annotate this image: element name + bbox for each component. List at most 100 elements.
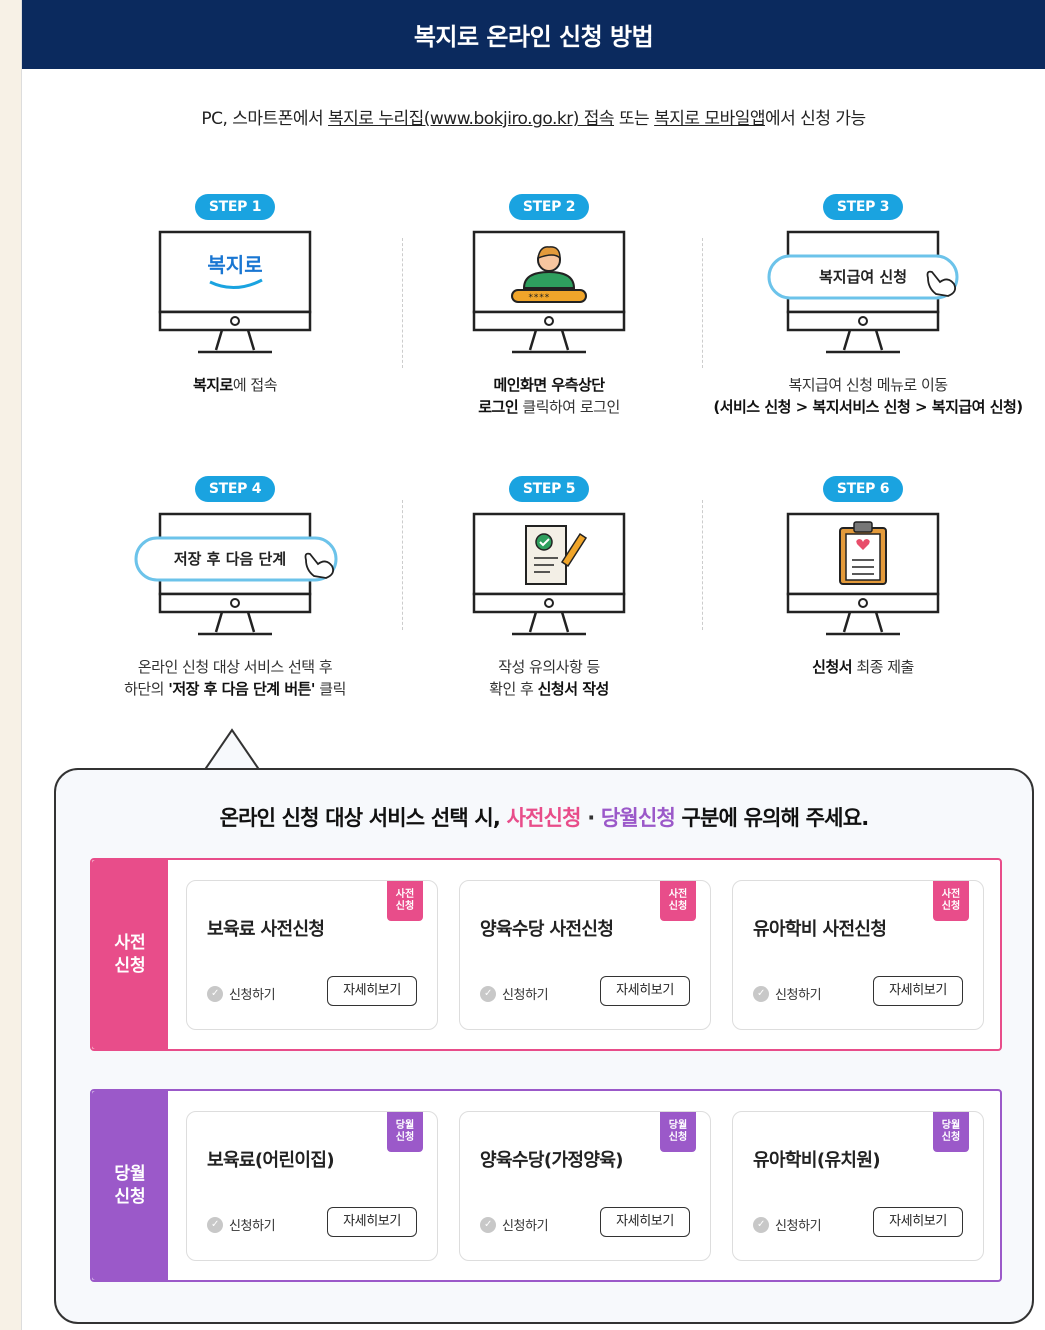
service-name: 유아학비(유치원) xyxy=(753,1150,881,1171)
apply-label: 신청하기 xyxy=(502,1219,549,1234)
step-desc-line2: (서비스 신청 > 복지서비스 신청 > 복지급여 신청) xyxy=(713,398,1023,416)
detail-button[interactable]: 자세히보기 xyxy=(873,976,963,1006)
clipboard-heart-icon xyxy=(839,521,887,585)
badge-line2: 신청 xyxy=(668,1132,688,1143)
step-badge: STEP 4 xyxy=(194,476,276,502)
apply-link[interactable]: ✓ 신청하기 xyxy=(207,1215,276,1234)
notice-dot: · xyxy=(580,806,601,830)
step-desc: 메인화면 우측상단 로그인 클릭하여 로그인 xyxy=(394,374,704,418)
step-desc-pre: 하단의 xyxy=(124,680,169,698)
detail-button[interactable]: 자세히보기 xyxy=(873,1207,963,1237)
check-icon: ✓ xyxy=(480,1216,496,1233)
intro-prefix: PC, 스마트폰에서 xyxy=(201,109,329,129)
service-name: 보육료(어린이집) xyxy=(207,1150,335,1171)
side-line2: 신청 xyxy=(114,1186,146,1207)
month-apply-label: 당월신청 xyxy=(600,806,676,830)
step-desc-rest: 클릭 xyxy=(315,680,346,698)
step-badge: STEP 5 xyxy=(508,476,590,502)
login-user-icon xyxy=(522,246,576,289)
service-name: 양육수당 사전신청 xyxy=(480,919,614,940)
badge-line1: 사전 xyxy=(395,889,415,900)
service-name: 양육수당(가정양육) xyxy=(480,1150,624,1171)
service-notice-box: 온라인 신청 대상 서비스 선택 시, 사전신청 · 당월신청 구분에 유의해 … xyxy=(54,768,1034,1324)
step-divider xyxy=(402,500,403,630)
guide-panel: 복지로 온라인 신청 방법 PC, 스마트폰에서 복지로 누리집(www.bok… xyxy=(21,0,1045,1330)
notice-title-pre: 온라인 신청 대상 서비스 선택 시, xyxy=(219,806,507,830)
step-desc-bold: 신청서 xyxy=(812,658,853,676)
intro-suffix: 에서 신청 가능 xyxy=(765,109,866,129)
notice-title: 온라인 신청 대상 서비스 선택 시, 사전신청 · 당월신청 구분에 유의해 … xyxy=(56,802,1032,832)
check-icon: ✓ xyxy=(207,985,223,1002)
side-line1: 사전 xyxy=(114,932,146,953)
service-name: 보육료 사전신청 xyxy=(207,919,325,940)
detail-button[interactable]: 자세히보기 xyxy=(327,1207,417,1237)
monitor-icon: 저장 후 다음 단계 xyxy=(134,512,338,636)
bokjiro-app-link[interactable]: 복지로 모바일앱 xyxy=(654,109,765,129)
step-badge: STEP 1 xyxy=(194,194,276,220)
step-desc: 복지로에 접속 xyxy=(80,374,390,396)
monitor-icon xyxy=(472,512,626,636)
step-6: STEP 6 신청서 최종 제출 xyxy=(708,476,1018,676)
monitor-icon: 복지로 xyxy=(158,230,312,354)
badge-line2: 신청 xyxy=(668,901,688,912)
apply-link[interactable]: ✓ 신청하기 xyxy=(753,984,822,1003)
step-desc-bold: 로그인 xyxy=(478,398,519,416)
page-title: 복지로 온라인 신청 방법 xyxy=(22,0,1045,69)
save-next-screen-button: 저장 후 다음 단계 xyxy=(174,550,286,568)
apply-link[interactable]: ✓신청하기 xyxy=(480,984,549,1003)
step-desc-bold: '저장 후 다음 단계 버튼' xyxy=(168,680,316,698)
step-desc-pre: 확인 후 xyxy=(489,680,538,698)
step-badge: STEP 3 xyxy=(822,194,904,220)
badge-line1: 사전 xyxy=(668,889,688,900)
side-line1: 당월 xyxy=(114,1163,146,1184)
step-desc-bold: 신청서 작성 xyxy=(537,680,610,698)
apply-label: 신청하기 xyxy=(229,988,276,1003)
step-desc-line1: 작성 유의사항 등 xyxy=(498,658,600,676)
apply-link[interactable]: ✓ 신청하기 xyxy=(480,1215,549,1234)
detail-button[interactable]: 자세히보기 xyxy=(600,976,690,1006)
badge-line2: 신청 xyxy=(941,901,961,912)
bokjiro-logo: 복지로 xyxy=(207,253,262,277)
step-desc: 복지급여 신청 메뉴로 이동 (서비스 신청 > 복지서비스 신청 > 복지급여… xyxy=(698,374,1038,418)
step-desc: 신청서 최종 제출 xyxy=(708,656,1018,678)
check-icon: ✓ xyxy=(753,985,769,1002)
notice-title-post: 구분에 유의해 주세요. xyxy=(675,806,870,830)
intro-text: PC, 스마트폰에서 복지로 누리집(www.bokjiro.go.kr) 접속… xyxy=(22,104,1045,129)
step-divider xyxy=(702,238,703,368)
apply-label: 신청하기 xyxy=(775,988,822,1003)
apply-label: 신청하기 xyxy=(229,1219,276,1234)
bokjiro-site-link[interactable]: 복지로 누리집(www.bokjiro.go.kr) 접속 xyxy=(328,109,615,129)
step-desc-bold: 복지로 xyxy=(192,376,233,394)
step-desc-line1: 온라인 신청 대상 서비스 선택 후 xyxy=(137,658,333,676)
badge-line2: 신청 xyxy=(941,1132,961,1143)
detail-button[interactable]: 자세히보기 xyxy=(600,1207,690,1237)
step-desc-rest: 클릭하여 로그인 xyxy=(518,398,620,416)
badge-line1: 사전 xyxy=(941,889,961,900)
callout-pointer xyxy=(203,728,261,772)
step-desc-line1: 복지급여 신청 메뉴로 이동 xyxy=(788,376,948,394)
pre-apply-label: 사전신청 xyxy=(506,806,582,830)
detail-button[interactable]: 자세히보기 xyxy=(327,976,417,1006)
step-divider xyxy=(402,238,403,368)
apply-link[interactable]: ✓ 신청하기 xyxy=(207,984,276,1003)
step-4: STEP 4 저장 후 다음 단계 온라인 신청 대상 서비스 선택 후 하단의… xyxy=(80,476,390,698)
step-badge: STEP 6 xyxy=(822,476,904,502)
check-icon: ✓ xyxy=(207,1216,223,1233)
step-desc-rest: 최종 제출 xyxy=(852,658,914,676)
step-badge: STEP 2 xyxy=(508,194,590,220)
step-1: STEP 1 복지로 복지로에 접속 xyxy=(80,194,390,394)
step-5: STEP 5 작성 유의사항 등 확인 후 신청서 작성 xyxy=(394,476,704,698)
step-divider xyxy=(702,500,703,630)
service-name: 유아학비 사전신청 xyxy=(753,919,887,940)
apply-link[interactable]: ✓신청하기 xyxy=(753,1215,822,1234)
document-pen-icon xyxy=(525,525,588,585)
